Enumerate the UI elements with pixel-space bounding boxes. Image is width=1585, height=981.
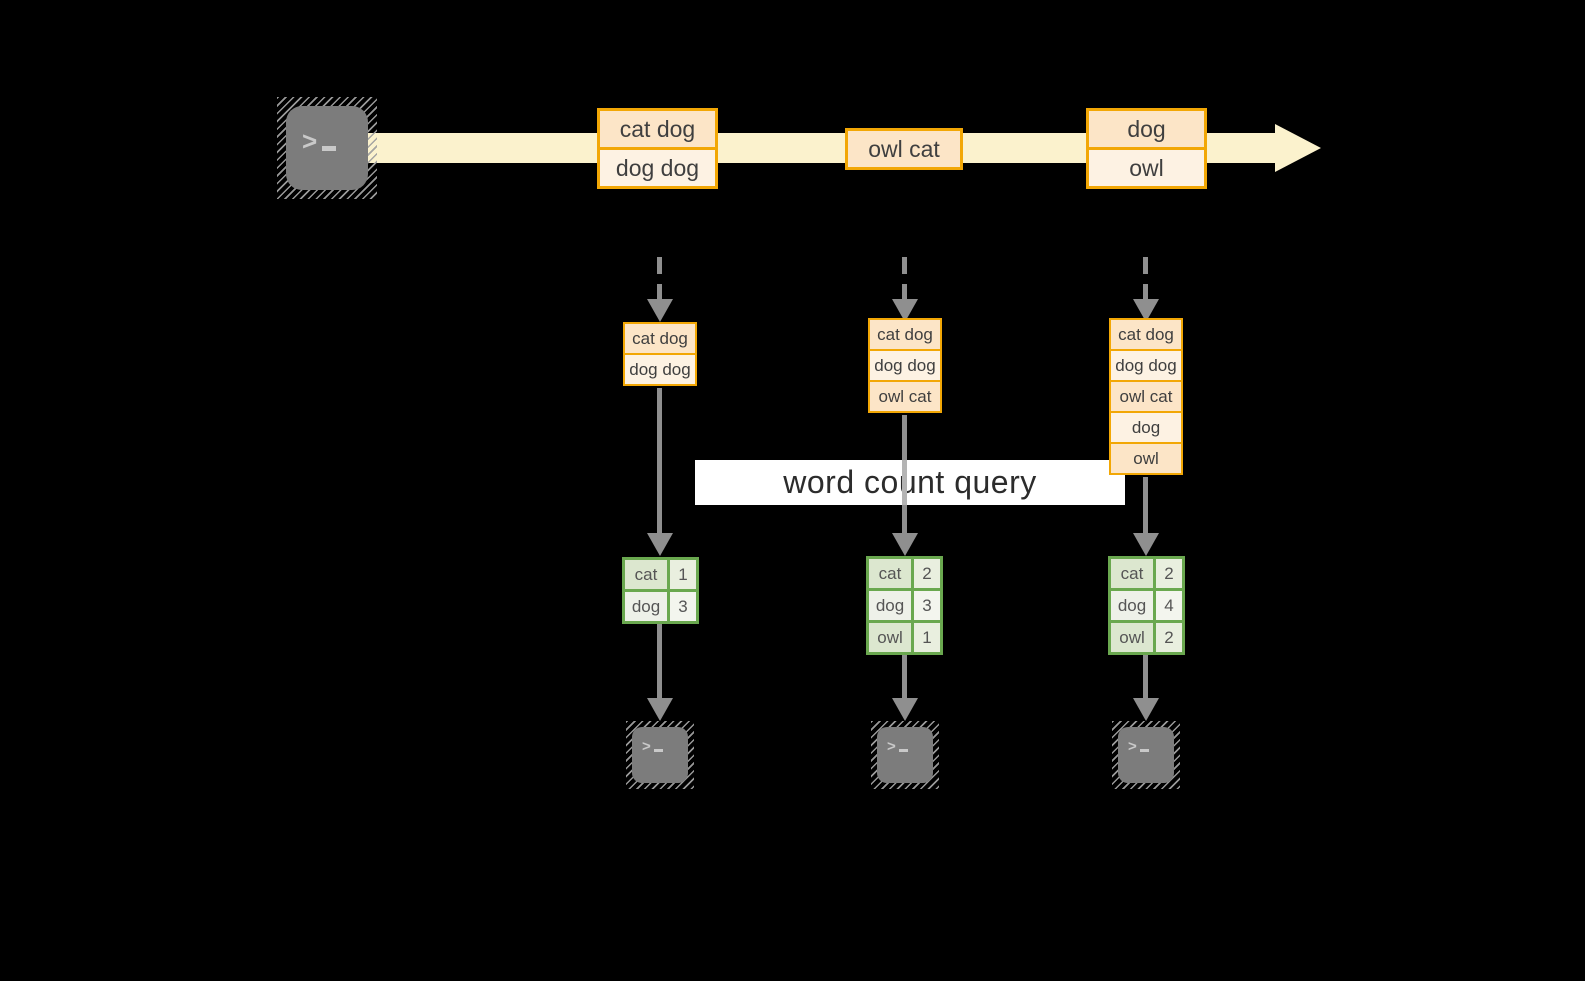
event-word: dog dog	[600, 150, 715, 186]
arrow-line	[657, 388, 662, 534]
arrow-line	[902, 655, 907, 699]
dashed-arrow-head	[647, 299, 673, 322]
count-word: owl	[1111, 623, 1153, 652]
buffer-item: owl cat	[870, 382, 940, 411]
count-value: 1	[670, 560, 696, 589]
arrow-head	[892, 533, 918, 556]
event-word: cat dog	[600, 111, 715, 147]
arrow-head	[647, 698, 673, 721]
stream-event-box-1: cat dog dog dog	[597, 108, 718, 189]
arrow-head	[1133, 533, 1159, 556]
buffer-item: cat dog	[1111, 320, 1181, 349]
buffer-stack-3: cat dog dog dog owl cat dog owl	[1109, 318, 1183, 475]
arrow-line	[902, 415, 907, 460]
word-count-query-label: word count query	[783, 464, 1037, 500]
buffer-stack-2: cat dog dog dog owl cat	[868, 318, 942, 413]
word-count-query-banner: word count query	[695, 460, 1125, 505]
event-word: dog	[1089, 111, 1204, 147]
count-word: dog	[625, 592, 667, 621]
terminal-screen: >	[877, 727, 933, 783]
count-value: 3	[670, 592, 696, 621]
count-value: 1	[914, 623, 940, 652]
count-word: cat	[625, 560, 667, 589]
sink-terminal-icon-1: >	[626, 721, 694, 789]
stream-event-box-2: owl cat	[845, 128, 963, 170]
dashed-arrow-line	[902, 257, 907, 300]
terminal-prompt-icon: >	[877, 727, 908, 783]
event-word: owl cat	[848, 131, 960, 167]
buffer-item: dog dog	[870, 351, 940, 380]
buffer-item: cat dog	[870, 320, 940, 349]
stream-source-terminal-icon: >	[277, 97, 377, 199]
terminal-screen: >	[286, 106, 368, 190]
terminal-prompt-icon: >	[1118, 727, 1149, 783]
stream-event-box-3: dog owl	[1086, 108, 1207, 189]
terminal-prompt-icon: >	[286, 106, 337, 190]
buffer-item: dog dog	[625, 355, 695, 384]
buffer-item: dog dog	[1111, 351, 1181, 380]
dashed-arrow-head	[1133, 299, 1159, 322]
arrow-line	[657, 624, 662, 699]
stream-arrow-head	[1275, 124, 1321, 172]
arrow-head	[647, 533, 673, 556]
count-value: 4	[1156, 591, 1182, 620]
count-value: 2	[1156, 623, 1182, 652]
count-value: 2	[914, 559, 940, 588]
terminal-prompt-icon: >	[632, 727, 663, 783]
arrow-line-through-banner	[902, 460, 907, 505]
count-table-1: cat 1 dog 3	[622, 557, 699, 624]
count-value: 3	[914, 591, 940, 620]
arrow-head	[892, 698, 918, 721]
buffer-item: cat dog	[625, 324, 695, 353]
count-word: owl	[869, 623, 911, 652]
sink-terminal-icon-3: >	[1112, 721, 1180, 789]
sink-terminal-icon-2: >	[871, 721, 939, 789]
terminal-screen: >	[632, 727, 688, 783]
count-word: dog	[869, 591, 911, 620]
arrow-line	[902, 505, 907, 534]
buffer-item: owl cat	[1111, 382, 1181, 411]
count-value: 2	[1156, 559, 1182, 588]
arrow-line	[1143, 655, 1148, 699]
count-word: dog	[1111, 591, 1153, 620]
dashed-arrow-line	[657, 257, 662, 300]
count-word: cat	[1111, 559, 1153, 588]
count-table-2: cat 2 dog 3 owl 1	[866, 556, 943, 655]
arrow-head	[1133, 698, 1159, 721]
arrow-line	[1143, 477, 1148, 534]
buffer-item: owl	[1111, 444, 1181, 473]
buffer-stack-1: cat dog dog dog	[623, 322, 697, 386]
count-word: cat	[869, 559, 911, 588]
event-word: owl	[1089, 150, 1204, 186]
count-table-3: cat 2 dog 4 owl 2	[1108, 556, 1185, 655]
buffer-item: dog	[1111, 413, 1181, 442]
terminal-screen: >	[1118, 727, 1174, 783]
dashed-arrow-line	[1143, 257, 1148, 300]
dashed-arrow-head	[892, 299, 918, 322]
